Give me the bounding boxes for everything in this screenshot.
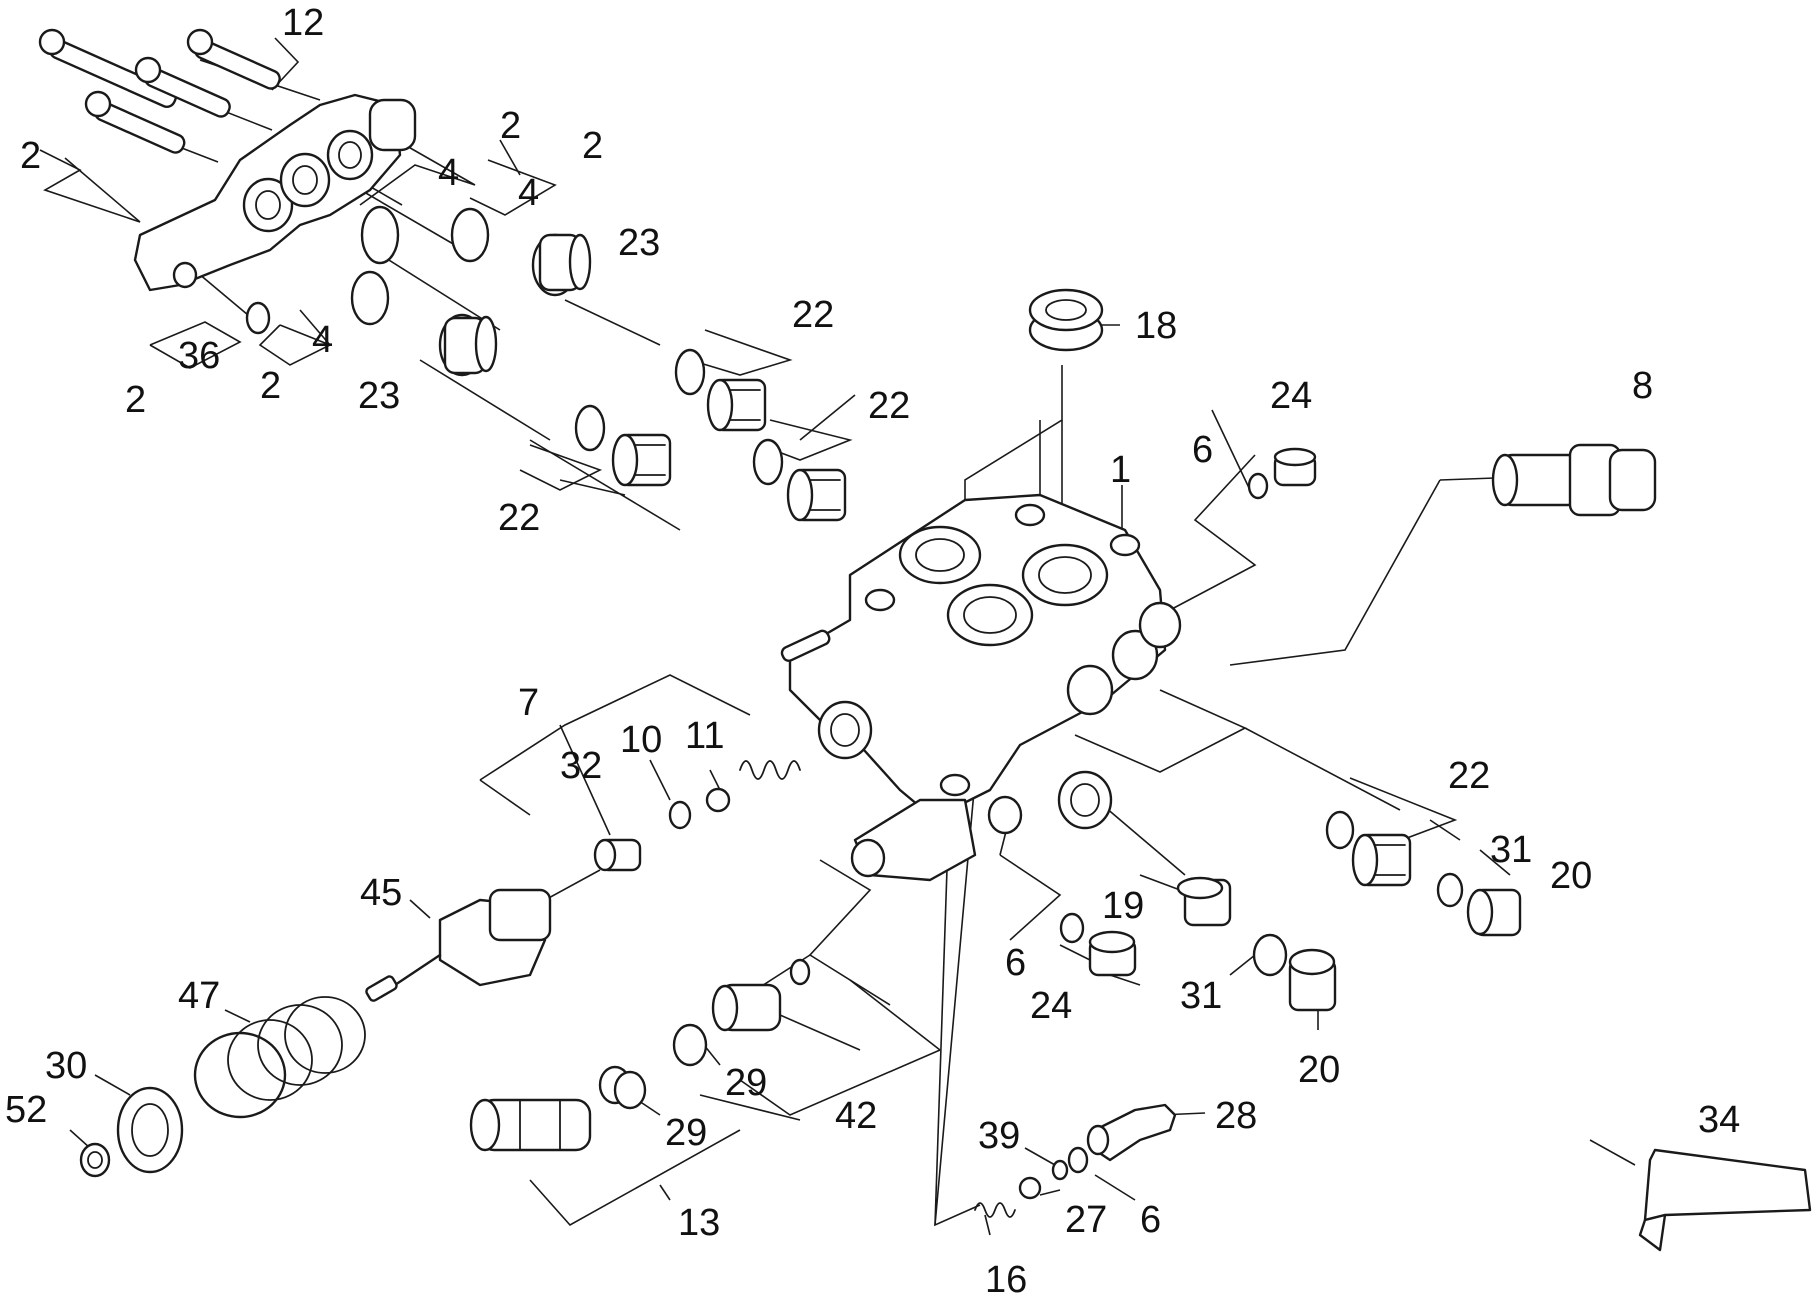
screw-part [186,28,281,90]
callout-2: 2 [125,379,146,421]
callout-24: 24 [1270,375,1312,417]
callout-10: 10 [620,719,662,761]
callout-2: 2 [582,125,603,167]
o-ring-part [1436,872,1464,908]
valve-part [469,1098,592,1152]
callout-13: 13 [678,1202,720,1244]
callout-1: 1 [1110,449,1131,491]
ball-part [705,787,731,813]
grease-tube-part [1638,1148,1812,1252]
callout-45: 45 [360,872,402,914]
ball-part [1018,1176,1042,1200]
spring-part [193,996,366,1119]
o-ring-part [245,301,271,335]
callout-52: 52 [5,1089,47,1131]
callout-47: 47 [178,975,220,1017]
callout-labels: 12 2 2 2 4 4 23 36 2 4 2 23 22 22 22 18 … [5,2,1740,1301]
callout-16: 16 [985,1259,1027,1301]
callout-7: 7 [518,682,539,724]
screw-part [38,28,177,108]
o-ring-part [360,205,400,265]
callout-34: 34 [1698,1099,1740,1141]
callout-22: 22 [792,294,834,336]
valve-cage-part [1351,833,1412,887]
o-ring-part [1247,472,1269,500]
seal-part [1028,288,1104,352]
callout-6: 6 [1140,1199,1161,1241]
callout-20: 20 [1298,1049,1340,1091]
valve-cage-part [786,468,847,522]
plug-part [438,313,498,377]
callout-36: 36 [178,335,220,377]
o-ring-part [1325,810,1355,850]
callout-19: 19 [1102,885,1144,927]
callout-42: 42 [835,1095,877,1137]
pump-head-part [780,493,1182,882]
callout-8: 8 [1632,365,1653,407]
o-ring-part [613,1070,647,1110]
callout-4: 4 [518,172,539,214]
plug-part [1273,447,1317,487]
fitting-part [1491,443,1657,517]
callout-22: 22 [498,497,540,539]
o-ring-part [1059,912,1085,944]
o-ring-part [1067,1146,1089,1174]
o-ring-part [1252,933,1288,977]
nut-part [79,1142,111,1178]
o-ring-part [350,270,390,326]
screw-part [84,90,186,154]
callout-30: 30 [45,1045,87,1087]
callout-23: 23 [618,222,660,264]
callout-20: 20 [1550,855,1592,897]
valve-part [593,838,642,872]
callout-29: 29 [665,1112,707,1154]
plug-part [531,233,592,297]
callout-31: 31 [1180,975,1222,1017]
washer-part [116,1086,184,1174]
o-ring-part [574,404,606,452]
callout-23: 23 [358,375,400,417]
unloader-piston-part [365,888,552,1002]
outlet-manifold-part [133,93,417,292]
valve-cage-part [611,433,672,487]
callout-4: 4 [438,152,459,194]
callout-22: 22 [868,385,910,427]
callout-4: 4 [312,319,333,361]
o-ring-part [789,958,811,986]
callout-2: 2 [500,105,521,147]
piston-part [711,983,782,1032]
valve-cage-part [706,378,767,432]
o-ring-part [674,348,706,396]
callout-6: 6 [1005,942,1026,984]
spring-part [739,760,801,780]
callout-31: 31 [1490,829,1532,871]
callout-24: 24 [1030,985,1072,1027]
fitting-part [1086,1103,1177,1162]
plug-part [1088,930,1137,977]
callout-27: 27 [1065,1199,1107,1241]
screw-part [134,56,231,118]
o-ring-part [1051,1159,1069,1181]
callout-29: 29 [725,1062,767,1104]
callout-2: 2 [260,365,281,407]
callout-6: 6 [1192,429,1213,471]
callout-22: 22 [1448,755,1490,797]
parts [38,28,1812,1252]
plug-part [1466,888,1522,937]
o-ring-part [450,207,490,263]
o-ring-part [752,438,784,486]
callout-2: 2 [20,135,41,177]
callout-32: 32 [560,745,602,787]
callout-28: 28 [1215,1095,1257,1137]
o-ring-part [668,800,692,830]
plug-part [1288,948,1337,1012]
valve-cage-part [1176,876,1232,927]
spring-part [974,1202,1016,1218]
callout-11: 11 [685,715,724,757]
callout-12: 12 [282,2,324,44]
callout-18: 18 [1135,305,1177,347]
o-ring-part [672,1023,708,1067]
callout-39: 39 [978,1115,1020,1157]
